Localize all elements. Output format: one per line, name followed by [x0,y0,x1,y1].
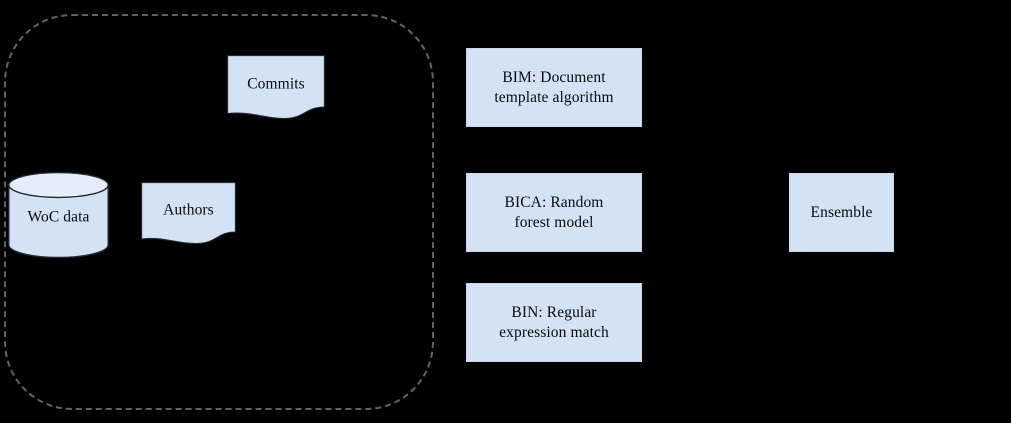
process-label-bica: BICA: Random forest model [504,194,604,231]
document-icon [227,55,325,120]
database-shape-woc-data[interactable]: WoC data [8,172,109,258]
document-shape-commits[interactable]: Commits [227,55,325,121]
cylinder-icon [8,172,109,258]
output-box-ensemble[interactable]: Ensemble [789,173,894,252]
process-box-bica[interactable]: BICA: Random forest model [466,173,642,252]
process-box-bin[interactable]: BIN: Regular expression match [466,283,642,362]
output-label-ensemble: Ensemble [810,203,873,221]
process-box-bim[interactable]: BIM: Document template algorithm [466,48,642,127]
process-label-bin: BIN: Regular expression match [499,304,609,341]
document-shape-authors[interactable]: Authors [141,182,236,246]
process-label-bim: BIM: Document template algorithm [494,69,614,106]
document-icon [141,182,236,245]
data-source-group-boundary [4,14,434,410]
